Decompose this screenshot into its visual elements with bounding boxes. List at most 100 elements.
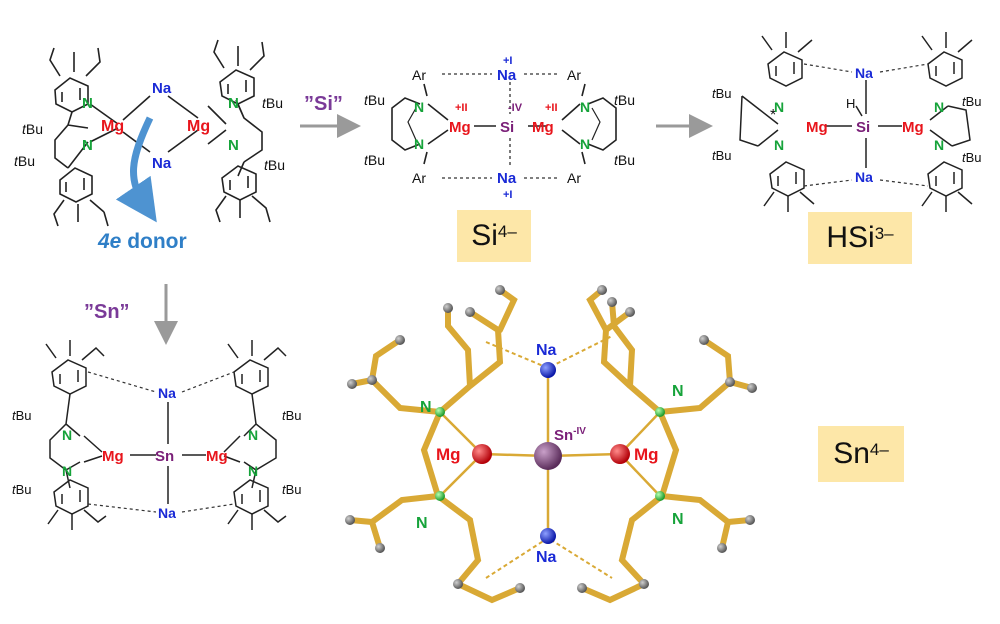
m1-tbu-3: tBu [262,95,283,111]
m3-n-3: N [934,99,944,115]
aryl-ring-tr [927,51,963,87]
m2-n-2: N [414,136,424,152]
aryl-ring-tl [767,51,803,87]
reagent-sn: ”Sn” [84,301,130,323]
m4-mg-right: Mg [206,448,228,465]
hsi3-charge: 3– [874,224,894,243]
n-ar-bonds [423,83,586,165]
si4-dashed-contacts [442,73,560,179]
m1-n-4: N [228,137,239,154]
xtal-n-2: N [416,515,428,532]
reagent-si: ”Si” [304,93,343,115]
crystal-structure [345,285,757,604]
hsi3-base: HSi [826,221,875,254]
m4-n-4: N [248,463,258,479]
m4-n-3: N [248,427,258,443]
m2-mg-left: Mg [449,119,471,136]
xtal-sn: Sn-IV [554,426,586,444]
aryl-ring-bl [59,167,93,203]
m4-mg-left: Mg [102,448,124,465]
aryl-substituent-br [215,195,271,223]
na-atom-bottom [540,528,556,544]
m3-tbu-1: tBu [712,86,732,101]
m2-n-3: N [580,99,590,115]
m3-tbu-4: tBu [962,150,982,165]
m3-mg-right: Mg [902,119,924,136]
aryl-ring-br [221,165,257,201]
mg-atom-left [472,444,492,464]
xtal-n-1: N [420,399,432,416]
m3-na-top: Na [855,65,873,81]
m1-n-1: N [82,95,93,112]
nacnac-right [243,393,277,489]
molecule-sn4-line [45,340,287,530]
m2-mg-right-ox: +II [545,102,558,114]
m2-tbu-1: tBu [364,92,385,108]
si-h-bond [855,105,863,117]
m4-na-top: Na [158,385,176,401]
xtal-mg-left: Mg [436,445,461,464]
m2-mg-right: Mg [532,119,554,136]
m2-na-bottom: Na [497,170,517,187]
m1-na-top: Na [152,80,172,97]
n-mg-bonds [427,103,581,145]
m2-n-4: N [580,136,590,152]
m3-n-1: N [774,99,784,115]
nacnac-left [49,393,81,489]
m2-ar-3: Ar [567,67,581,83]
si4-charge: 4– [497,222,517,241]
ligand-right [929,105,971,147]
xtal-na-top: Na [536,342,557,359]
carbon-atoms [345,285,757,593]
m4-n-2: N [62,463,72,479]
m4-tbu-1: tBu [12,408,32,423]
n-atom-4 [655,491,665,501]
m3-tbu-3: tBu [962,94,982,109]
m1-n-3: N [228,95,239,112]
m2-na-bottom-ox: +I [503,189,512,201]
molecule-si4 [391,83,617,165]
sn-atom [534,442,562,470]
nacnac-left [391,97,421,151]
aryl-ring-tr [233,359,269,395]
m2-si-ox: -IV [508,102,523,114]
xtal-n-4: N [672,511,684,528]
mg-atom-right [610,444,630,464]
n-atom-1 [435,407,445,417]
m3-stereocenter-star: * [770,107,776,124]
aryl-substituent-tl [49,47,101,77]
m1-mg-left: Mg [101,118,124,135]
m2-n-1: N [414,99,424,115]
n-atom-2 [435,491,445,501]
donor-curved-arrow [115,116,157,223]
m2-tbu-4: tBu [614,152,635,168]
m3-mg-left: Mg [806,119,828,136]
nacnac-ligand-right [235,99,263,177]
aryl-ring-tr [219,69,255,105]
molecule-hsi3 [739,32,973,212]
aryl-ring-bl [53,479,89,515]
m4-tbu-4: tBu [282,482,302,497]
m2-na-top-ox: +I [503,55,512,67]
m1-n-2: N [82,137,93,154]
m3-n-4: N [934,137,944,153]
molecule-start [49,39,271,227]
m4-tbu-3: tBu [282,408,302,423]
ligand-left [739,95,779,147]
aryl-ring-bl [769,161,805,197]
nacnac-right [587,97,617,151]
m2-ar-1: Ar [412,67,426,83]
m2-tbu-2: tBu [364,152,385,168]
m2-tbu-3: tBu [614,92,635,108]
m3-si: Si [856,119,870,136]
aryl-ring-tl [54,77,89,113]
xtal-n-3: N [672,383,684,400]
m1-tbu-4: tBu [264,157,285,173]
m1-tbu-2: tBu [14,153,35,169]
xtal-mg-right: Mg [634,445,659,464]
